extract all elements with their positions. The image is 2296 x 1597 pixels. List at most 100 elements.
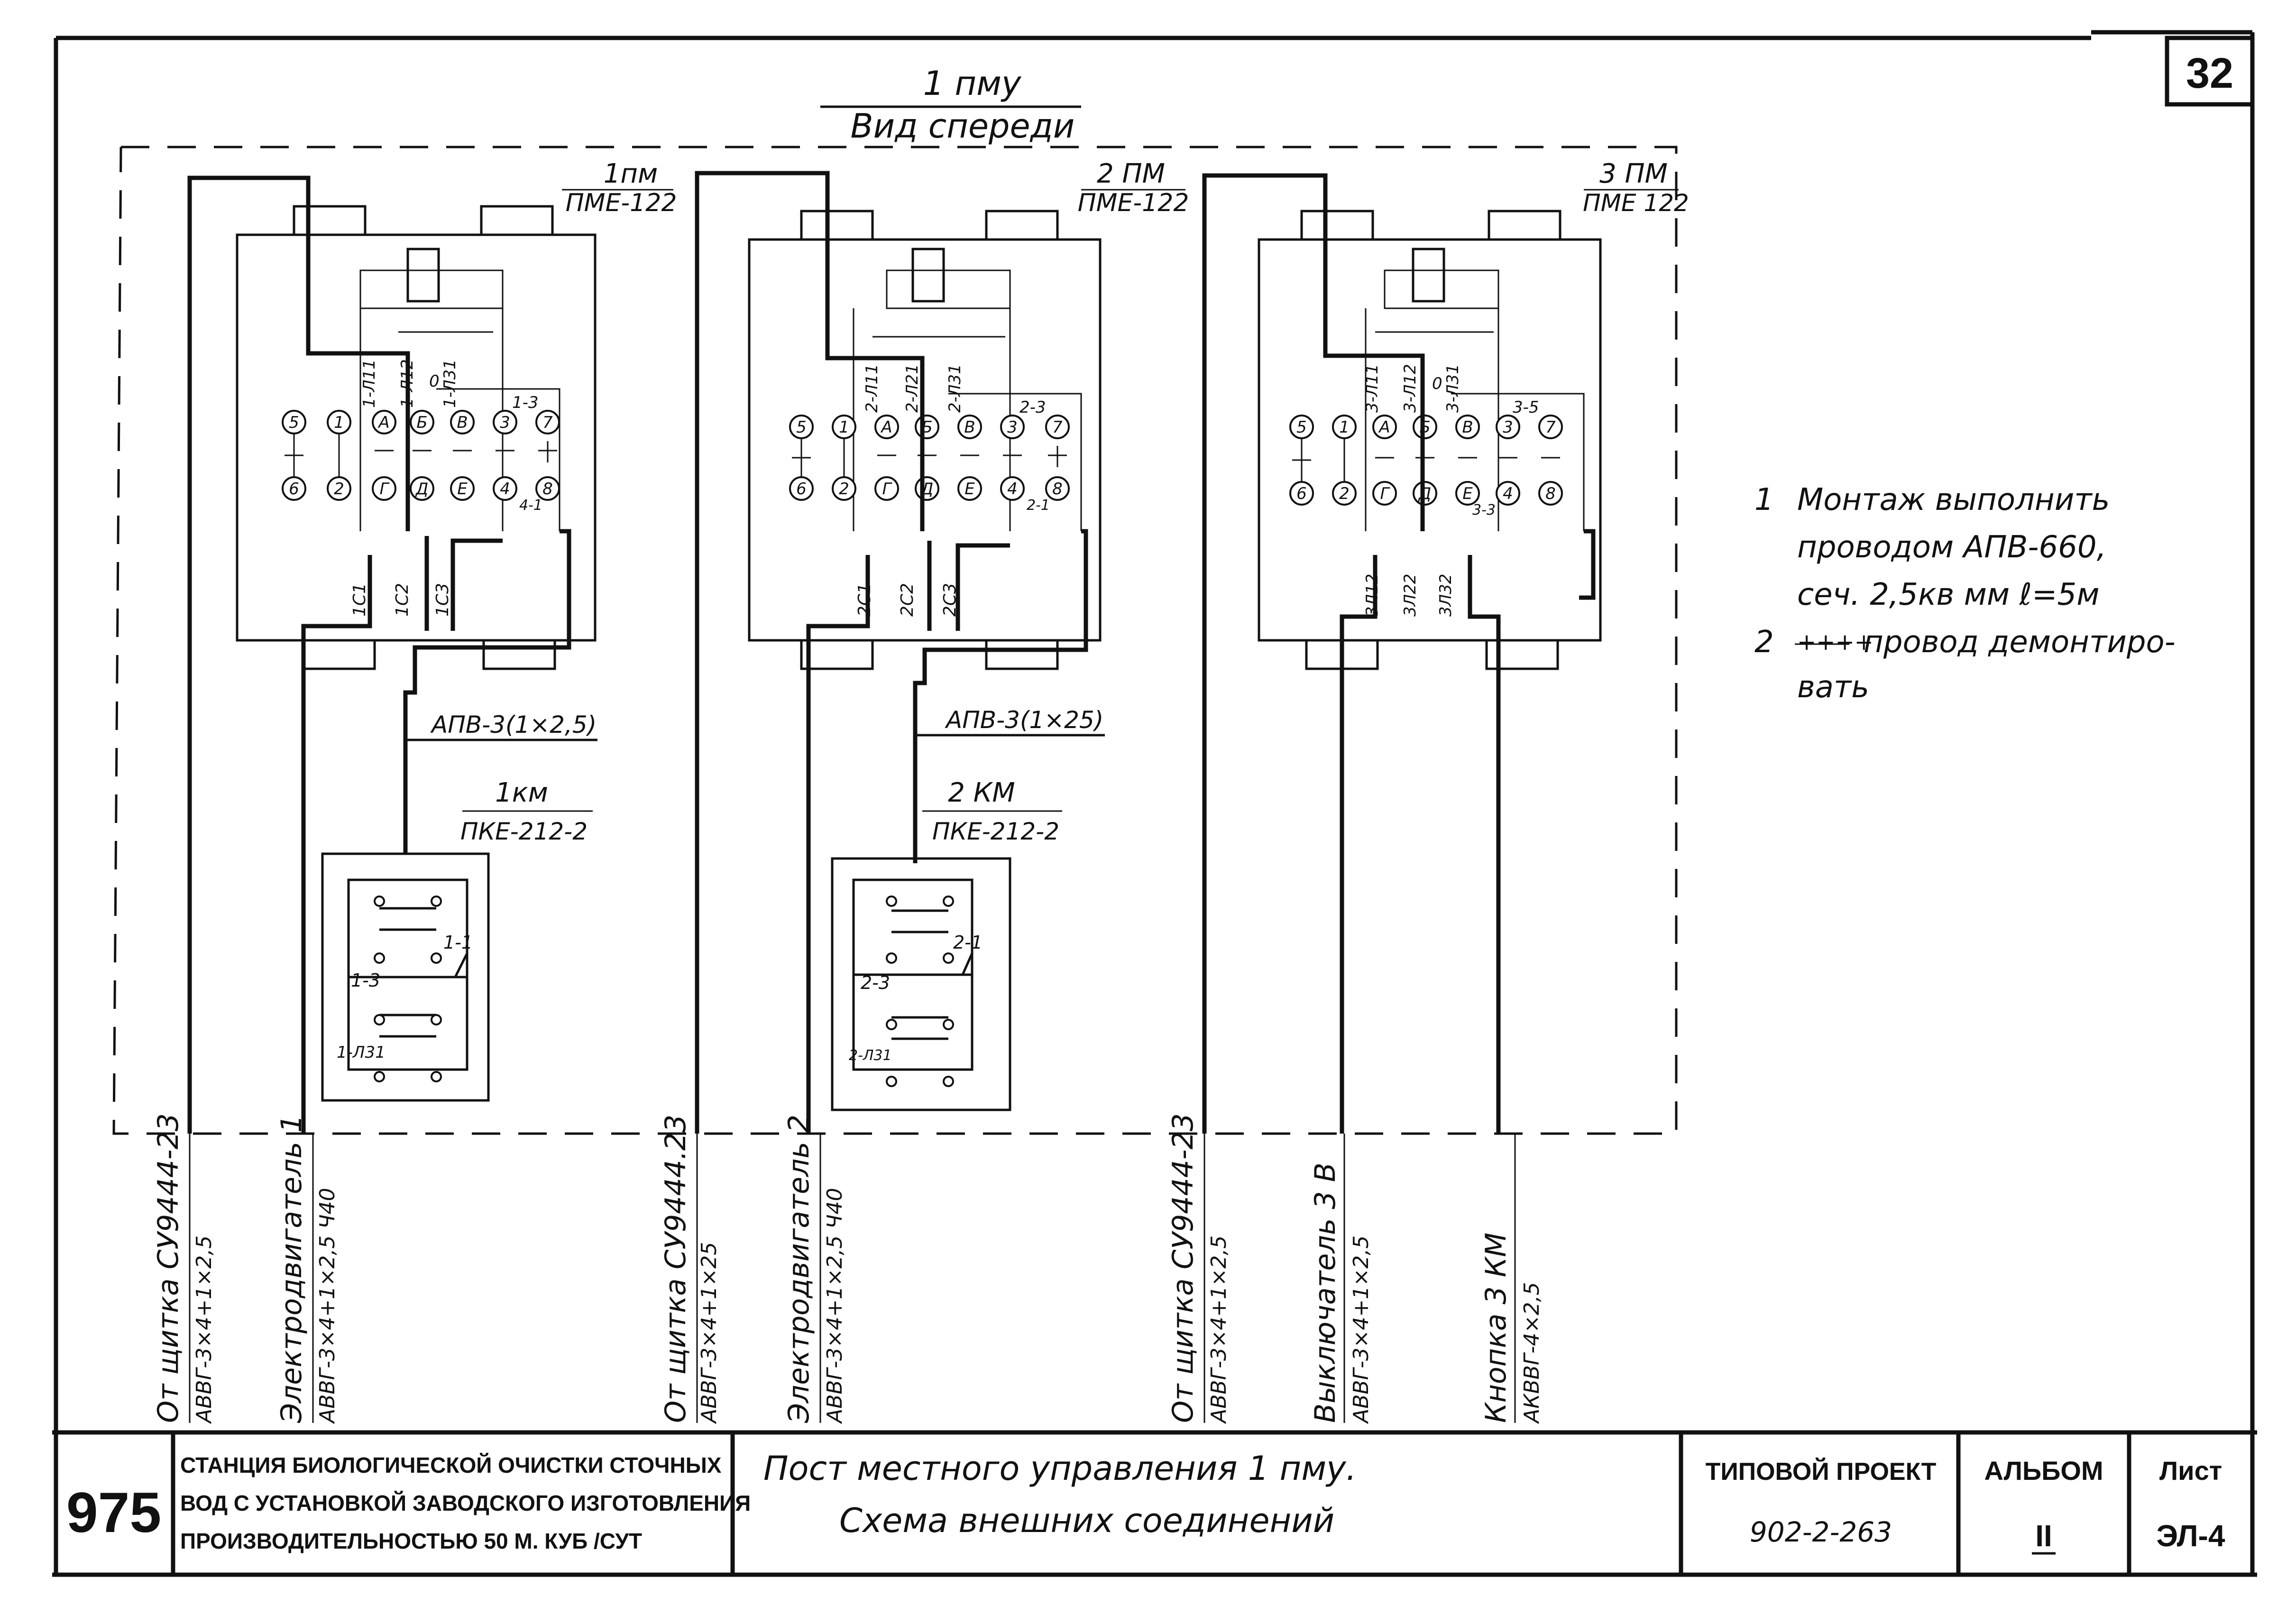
- cable-spec: АВВГ-3×4+1×2,5: [1207, 1236, 1231, 1424]
- panel-3-name: 3 ПМ: [1599, 158, 1668, 189]
- wire-label: 2С1: [855, 583, 874, 617]
- station-1-cable: АПВ-3(1×2,5): [430, 711, 597, 738]
- wire-label: 2-3: [1019, 398, 1046, 417]
- terminal-label: Г: [380, 480, 390, 498]
- station-1-type: ПКЕ-212-2: [460, 818, 588, 845]
- terminal-label: В: [457, 413, 468, 432]
- wire-label: 3-Л11: [1363, 364, 1382, 413]
- station-2km: АПВ-3(1×25) 2 КМ ПКЕ-212-2 2-1 2-3 2-Л31: [831, 706, 1105, 1111]
- note-text: проводом АПВ-660,: [1797, 530, 2106, 565]
- terminal-label: 3: [1007, 418, 1018, 437]
- wire-label: 0: [1432, 374, 1442, 393]
- wire-label: 3Л22: [1401, 574, 1420, 617]
- cable-source: Выключатель 3 В: [1309, 1163, 1342, 1423]
- title-block-code: 975: [66, 1481, 161, 1544]
- wire-label: 2-1: [1027, 497, 1050, 514]
- wire-label: 0: [429, 372, 440, 391]
- terminal-label: 7: [1545, 418, 1556, 437]
- org-line: ПРОИЗВОДИТЕЛЬНОСТЬЮ 50 М. КУБ /СУТ: [180, 1529, 642, 1553]
- wire-label: 2-Л11: [863, 364, 882, 413]
- wire-label: 2С2: [898, 583, 917, 617]
- cable-labels: От щитка СУ9444-23 АВВГ-3×4+1×2,5 Электр…: [152, 1113, 1544, 1424]
- wire-label: 1-Л31: [441, 359, 459, 408]
- panel-3-type: ПМЕ 122: [1583, 189, 1689, 217]
- wire-label: 3Л12: [1363, 574, 1382, 617]
- sheet-number-box: 32: [2165, 36, 2255, 107]
- terminal-label: 2: [839, 480, 849, 498]
- station-1-name: 1км: [495, 777, 548, 808]
- note-text: Монтаж выполнить: [1797, 482, 2110, 517]
- terminal-label: 5: [1296, 418, 1307, 437]
- terminal-label: 2: [334, 480, 344, 498]
- cable-conductors: [301, 669, 811, 1134]
- terminal-label: 4: [1503, 484, 1513, 503]
- panel-1-wire-labels: 1-Л11 1-Л12 0 1-Л31 1-3 4-1 1С1 1С2 1С3: [350, 359, 542, 617]
- terminal-label: 7: [1052, 418, 1063, 437]
- drawing-frame: [52, 30, 2257, 1577]
- panel-2-type: ПМЕ-122: [1078, 189, 1189, 217]
- note-number: 2: [1754, 625, 1774, 660]
- wire-label: 3-Л12: [1401, 364, 1420, 413]
- sheet-number: 32: [2186, 50, 2233, 97]
- terminal-label: Е: [457, 480, 468, 498]
- note-text: провод демонтиро-: [1864, 625, 2176, 660]
- terminal-label: 1: [1339, 418, 1350, 437]
- panel-2-wire-labels: 2-Л11 2-Л21 2-Л31 2-3 2-1 2С1 2С2 2С3: [855, 364, 1050, 617]
- panel-2-terminals: 5 6 1 2 А Г Б Д В Е 3 4 7 8: [789, 415, 1070, 501]
- terminal-label: В: [964, 418, 975, 437]
- org-line: СТАНЦИЯ БИОЛОГИЧЕСКОЙ ОЧИСТКИ СТОЧНЫХ: [180, 1453, 722, 1477]
- drawing-title-line: Пост местного управления 1 пму.: [763, 1449, 1357, 1488]
- station-2-type: ПКЕ-212-2: [932, 818, 1059, 845]
- terminal-label: 3: [500, 413, 510, 432]
- drawing-title-line: Схема внешних соединений: [839, 1501, 1334, 1540]
- panel-1-terminals: 5 6 1 2 А Г Б Д В Е 3 4 7 8: [282, 410, 560, 501]
- terminal-label: 8: [1545, 484, 1556, 503]
- station-label: 2-1: [953, 932, 983, 953]
- wire-label: 2-Л21: [903, 364, 922, 413]
- terminal-label: 2: [1339, 484, 1350, 503]
- cable-source: От щитка СУ9444.23: [659, 1115, 692, 1423]
- org-line: ВОД С УСТАНОВКОЙ ЗАВОДСКОГО ИЗГОТОВЛЕНИЯ: [180, 1491, 751, 1515]
- cable-source: От щитка СУ9444-23: [152, 1113, 185, 1423]
- wire-label: 2-Л31: [946, 364, 964, 413]
- terminal-label: А: [880, 418, 892, 437]
- album-label: АЛЬБОМ: [1984, 1456, 2103, 1486]
- station-2-name: 2 КМ: [948, 777, 1015, 808]
- wire-label: 1С2: [393, 583, 412, 617]
- terminal-label: 8: [1052, 480, 1063, 498]
- title-block: 975 СТАНЦИЯ БИОЛОГИЧЕСКОЙ ОЧИСТКИ СТОЧНЫ…: [52, 1430, 2257, 1575]
- station-2-cable: АПВ-3(1×25): [945, 706, 1103, 734]
- project-label: ТИПОВОЙ ПРОЕКТ: [1706, 1458, 1937, 1486]
- terminal-label: Г: [882, 480, 893, 498]
- notes: 1 Монтаж выполнить проводом АПВ-660, сеч…: [1754, 482, 2176, 705]
- title-line-1: 1 пму: [923, 64, 1022, 103]
- terminal-label: В: [1462, 418, 1473, 437]
- terminal-label: 7: [542, 413, 553, 432]
- cable-source: От щитка СУ9444-23: [1166, 1113, 1200, 1423]
- station-label: 1-Л31: [337, 1043, 386, 1062]
- station-label: 2-Л31: [849, 1047, 892, 1064]
- terminal-label: 5: [796, 418, 807, 437]
- wire-label: 1-3: [512, 393, 539, 412]
- terminal-label: А: [1378, 418, 1390, 437]
- terminal-label: Е: [964, 480, 975, 498]
- wire-label: 1С3: [433, 583, 452, 617]
- album-number: II: [2035, 1519, 2052, 1553]
- panel-1-type: ПМЕ-122: [566, 189, 677, 217]
- panel-2pm: 2 ПМ ПМЕ-122 5 6 1 2 А Г Б Д В Е 3 4 7: [695, 158, 1189, 1134]
- station-1km: АПВ-3(1×2,5) 1км ПКЕ-212-2 1-1 1-3 1-Л31: [321, 711, 597, 1102]
- wire-label: 3-5: [1513, 398, 1539, 417]
- cable-spec: АВВГ-3×4+1×2,5: [192, 1236, 216, 1424]
- wire-label: 1С1: [350, 583, 369, 617]
- station-label: 2-3: [861, 972, 890, 993]
- terminal-label: 1: [334, 413, 344, 432]
- cable-spec: АВВГ-3×4+1×2,5: [1349, 1236, 1373, 1424]
- terminal-label: 3: [1503, 418, 1513, 437]
- wire-label: 3-Л31: [1443, 364, 1462, 413]
- project-number: 902-2-263: [1750, 1516, 1892, 1548]
- terminal-label: Б: [416, 413, 427, 432]
- terminal-label: 6: [796, 480, 807, 498]
- note-mark: ++++: [1797, 629, 1874, 655]
- wire-label: 3Л32: [1436, 574, 1455, 617]
